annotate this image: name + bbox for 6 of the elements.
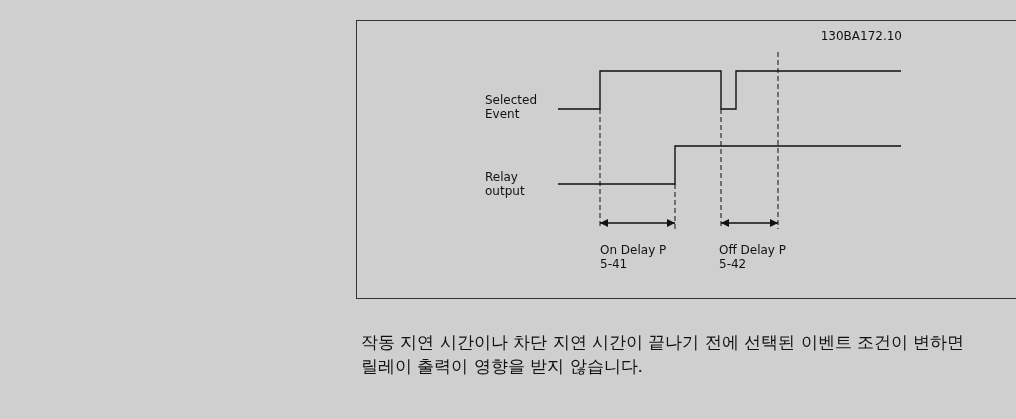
caption: 작동 지연 시간이나 차단 지연 시간이 끝나기 전에 선택된 이벤트 조건이 변하면 릴레이 출력이 영향을 받지 않습니다. <box>361 331 966 378</box>
drawing-code: 130BA172.10 <box>819 29 902 43</box>
signal-label: Selected Event <box>485 93 539 121</box>
delay-label: Off Delay P 5-42 <box>719 243 787 271</box>
signal-label: Relay output <box>485 170 526 198</box>
delay-label: On Delay P 5-41 <box>600 243 668 271</box>
